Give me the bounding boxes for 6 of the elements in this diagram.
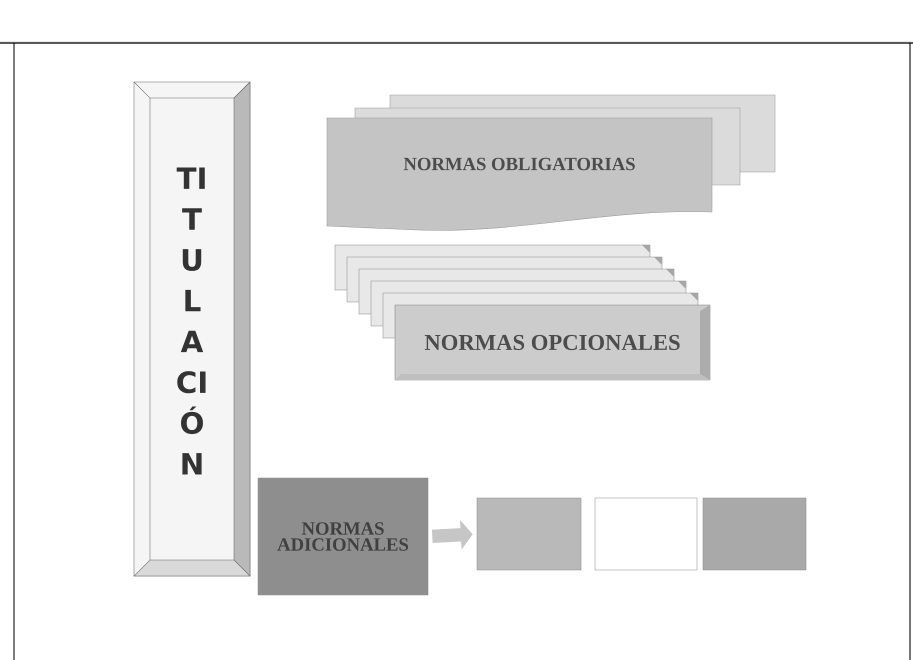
stacked-cards: NORMAS OPCIONALES [334,244,710,380]
stacked-sheets: NORMAS OBLIGATORIAS [326,94,776,231]
box [476,498,582,570]
box: NORMAS ADICIONALES [258,478,428,596]
box [594,498,698,570]
box [702,498,806,570]
